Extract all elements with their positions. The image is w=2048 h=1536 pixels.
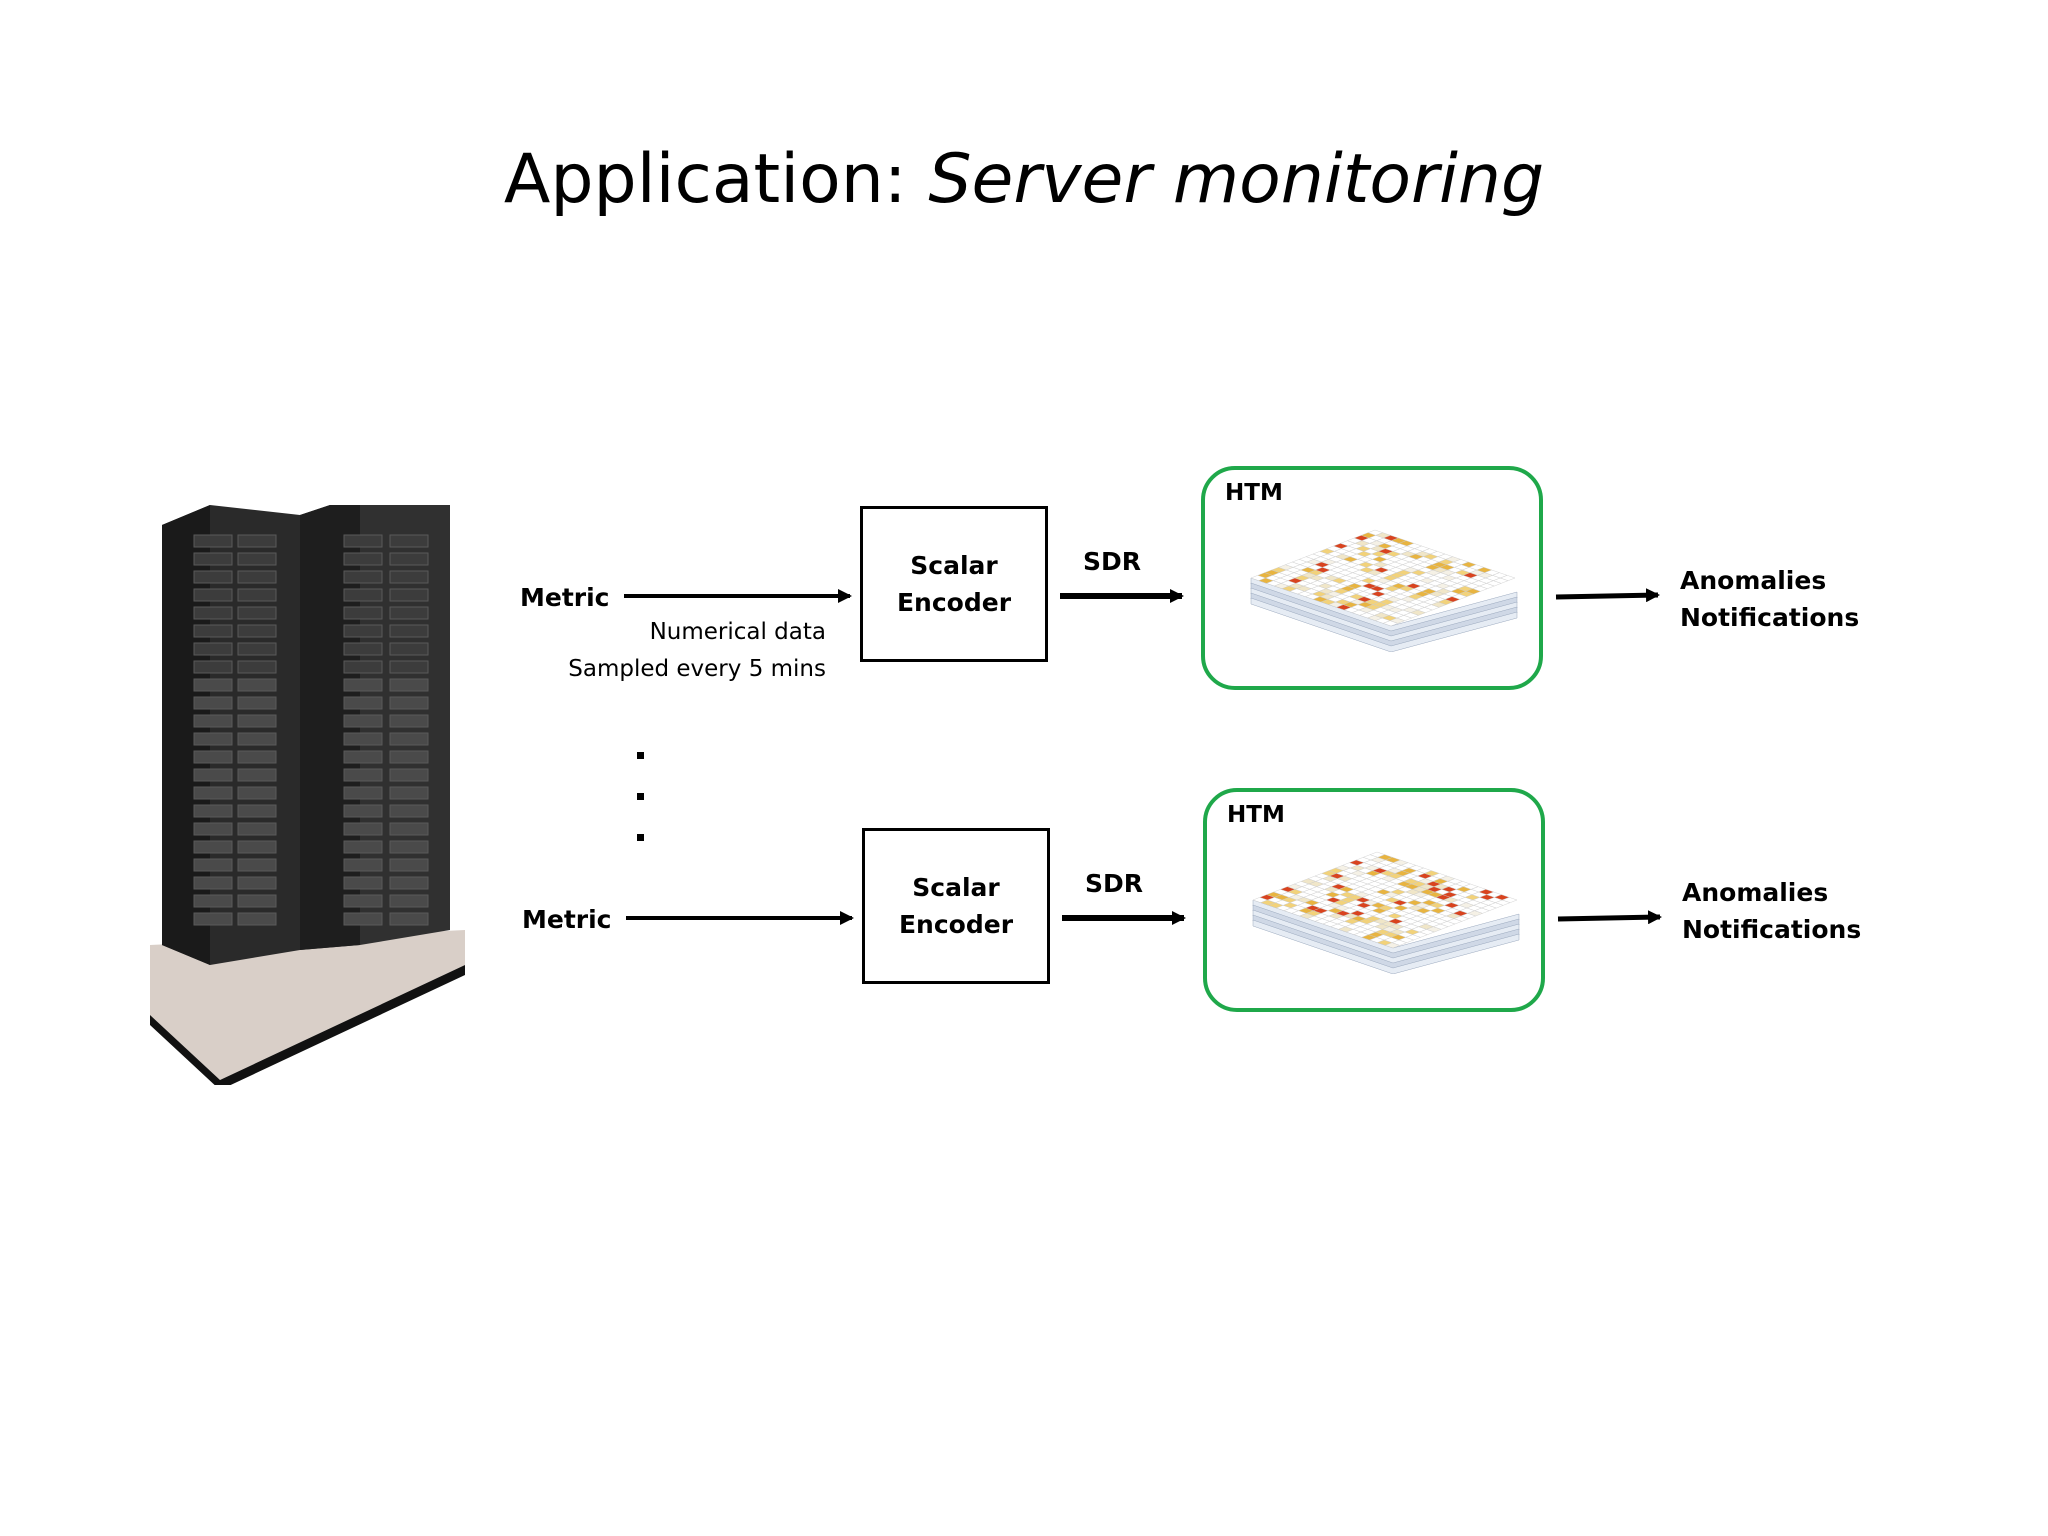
encoder-line-2: Encoder (896, 588, 1012, 617)
encoder-line-2: Encoder (898, 910, 1014, 939)
encoder-line-1: Scalar (910, 551, 998, 580)
metric-note-1: Numerical data Sampled every 5 mins (568, 614, 826, 688)
encoder-line-1: Scalar (912, 873, 1000, 902)
scalar-encoder-2: Scalar Encoder (862, 828, 1050, 984)
title-prefix: Application: (503, 140, 929, 219)
sdr-label-2: SDR (1085, 869, 1144, 898)
metric-label-1: Metric (520, 583, 610, 612)
output-arrow-1 (1555, 588, 1660, 603)
title-emphasis: Server monitoring (928, 140, 1545, 219)
output-line-2: Notifications (1682, 915, 1862, 944)
note-line-1: Numerical data (649, 619, 826, 645)
rack-base (150, 930, 465, 1080)
output-arrow-2 (1557, 910, 1662, 925)
ellipsis-dots (637, 752, 644, 875)
output-label-1: Anomalies Notifications (1680, 562, 1859, 636)
htm-cube-icon (1250, 529, 1518, 652)
htm-cube-icon (1252, 851, 1520, 974)
output-line-2: Notifications (1680, 603, 1860, 632)
htm-label-2: HTM (1227, 802, 1285, 828)
metric-label-2: Metric (522, 905, 612, 934)
output-line-1: Anomalies (1680, 566, 1827, 595)
note-line-2: Sampled every 5 mins (568, 656, 826, 682)
htm-box-1: HTM (1201, 466, 1543, 690)
server-rack-icon (150, 505, 465, 1085)
htm-label-1: HTM (1225, 480, 1283, 506)
sdr-label-1: SDR (1083, 547, 1142, 576)
output-line-1: Anomalies (1682, 878, 1829, 907)
rack-slots (193, 534, 429, 926)
output-label-2: Anomalies Notifications (1682, 874, 1861, 948)
scalar-encoder-1: Scalar Encoder (860, 506, 1048, 662)
slide-title: Application: Server monitoring (0, 140, 2048, 219)
htm-box-2: HTM (1203, 788, 1545, 1012)
